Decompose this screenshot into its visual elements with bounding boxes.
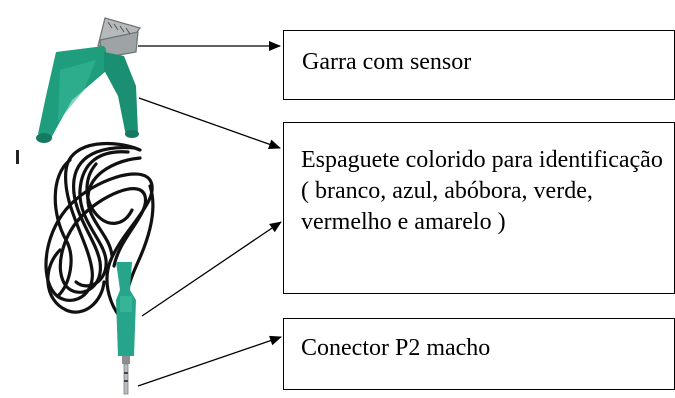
- sensor-cable-photo: [16, 17, 155, 395]
- label-colored-sleeve: Espaguete colorido para identificação ( …: [283, 122, 675, 294]
- alligator-clip: [36, 17, 142, 143]
- label-sensor-clip: Garra com sensor: [283, 30, 675, 100]
- label-p2-connector: Conector P2 macho: [283, 318, 675, 390]
- p2-connector: [116, 262, 136, 395]
- arrow-from-sleeve: [141, 221, 282, 317]
- arrow-to-connector: [137, 335, 282, 387]
- arrow-to-colored-sleeve: [138, 97, 281, 150]
- coiled-cable: [44, 141, 155, 322]
